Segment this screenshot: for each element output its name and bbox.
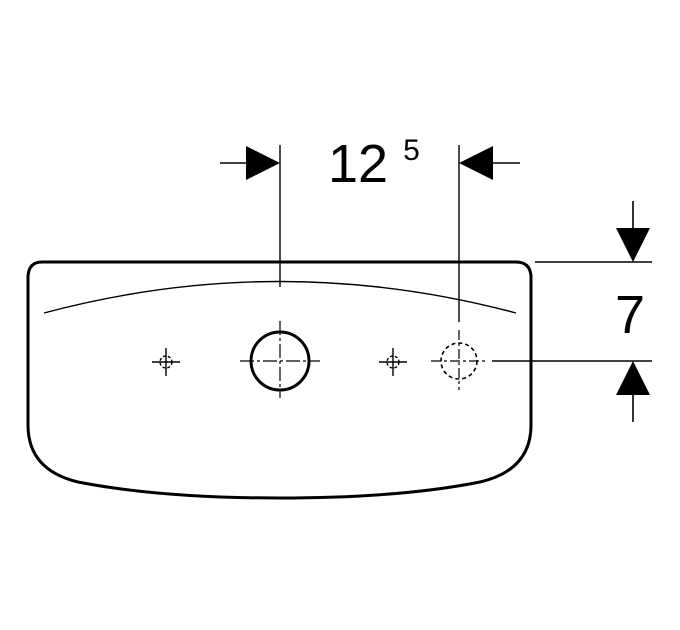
dimension-label-vertical: 7	[615, 285, 645, 345]
dimension-arrow-bottom-head	[616, 361, 650, 395]
fixing-mark-left	[152, 348, 180, 376]
dimension-label-horizontal: 12 5	[328, 134, 420, 194]
fixing-mark-right	[379, 348, 407, 376]
dimension-arrow-top-head	[616, 228, 650, 262]
dimension-arrow-left-head	[246, 146, 280, 180]
dimension-label-horizontal-base: 12	[328, 134, 388, 194]
dimension-label-horizontal-superscript: 5	[403, 134, 420, 167]
optional-tap-hole	[431, 330, 487, 390]
tap-hole	[240, 321, 320, 398]
basin-outline	[26, 260, 533, 500]
dimension-arrow-right-head	[459, 146, 493, 180]
